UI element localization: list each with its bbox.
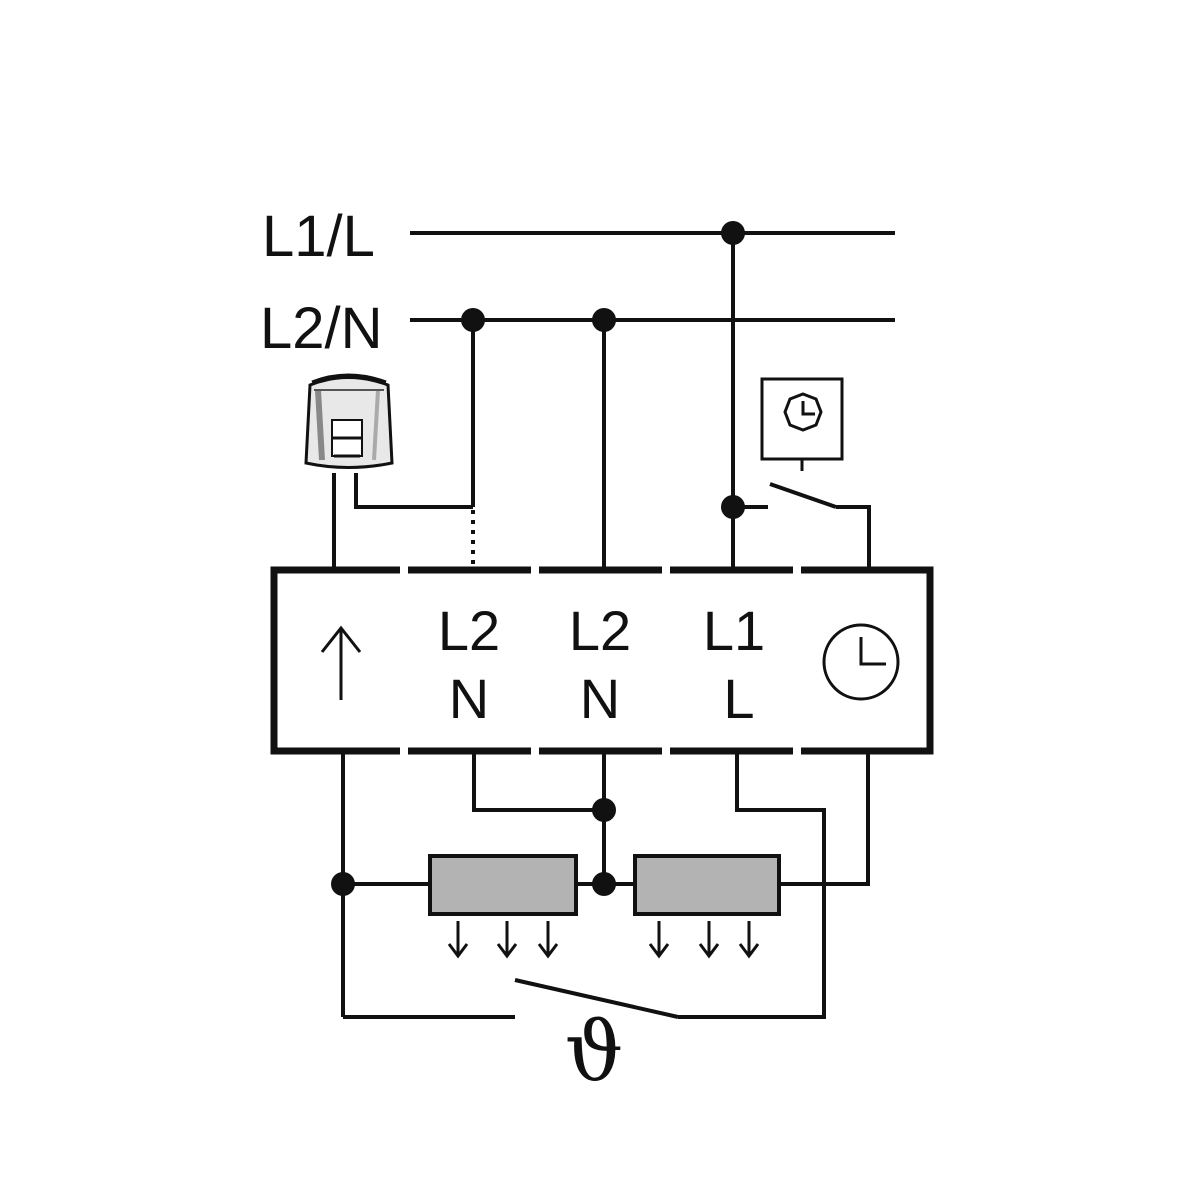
valve-actuator-icon	[304, 373, 394, 469]
terminal-top-label: L1	[703, 599, 765, 662]
heat-arrow-icon	[537, 921, 559, 959]
junction-node	[592, 798, 616, 822]
terminal-bottom-label: L	[723, 667, 754, 730]
terminal-top-label: L2	[438, 599, 500, 662]
terminal-bottom-label: N	[580, 667, 620, 730]
junction-node	[721, 221, 745, 245]
heater-element	[428, 854, 578, 916]
thermostat-contact	[514, 978, 679, 1019]
terminal-top-label: L2	[569, 599, 631, 662]
line1-label: L1/L	[262, 204, 375, 269]
heat-arrow-icon	[698, 921, 720, 959]
heat-arrow-icon	[496, 921, 518, 959]
line2-label: L2/N	[260, 296, 383, 361]
heater2-timer-wire	[779, 751, 870, 886]
timer-switch	[760, 377, 844, 471]
heat-arrow-icon	[648, 921, 670, 959]
heater-element	[633, 854, 781, 916]
terminal-bottom-label: N	[449, 667, 489, 730]
junction-node	[331, 872, 355, 896]
actuator-wire	[354, 473, 473, 509]
thermostat-symbol: ϑ	[565, 1005, 624, 1100]
heat-arrow-icon	[738, 921, 760, 959]
arrow-up-icon	[320, 625, 362, 700]
heat-arrow-icon	[447, 921, 469, 959]
neutral-bridge-wire	[472, 751, 604, 812]
clock-icon	[783, 392, 823, 432]
clock-icon	[822, 623, 900, 701]
heat-arrows	[447, 921, 760, 959]
junction-node	[592, 872, 616, 896]
thermostat-l1-wire	[678, 751, 826, 1019]
timer-out-wire	[836, 505, 871, 570]
junction-node	[461, 308, 485, 332]
junction-node	[592, 308, 616, 332]
timer-contact	[769, 482, 837, 509]
